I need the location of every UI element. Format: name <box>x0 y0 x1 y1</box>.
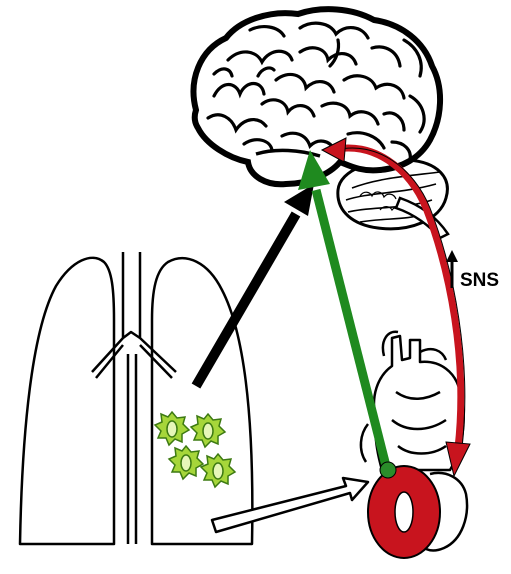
green-dot <box>380 462 396 478</box>
sns-label: SNS <box>460 270 499 291</box>
red-organ <box>368 466 440 558</box>
lungs-icon <box>20 252 252 544</box>
sns-label-group: SNS <box>446 250 499 291</box>
left-lung <box>20 258 114 544</box>
right-lung <box>152 258 252 544</box>
